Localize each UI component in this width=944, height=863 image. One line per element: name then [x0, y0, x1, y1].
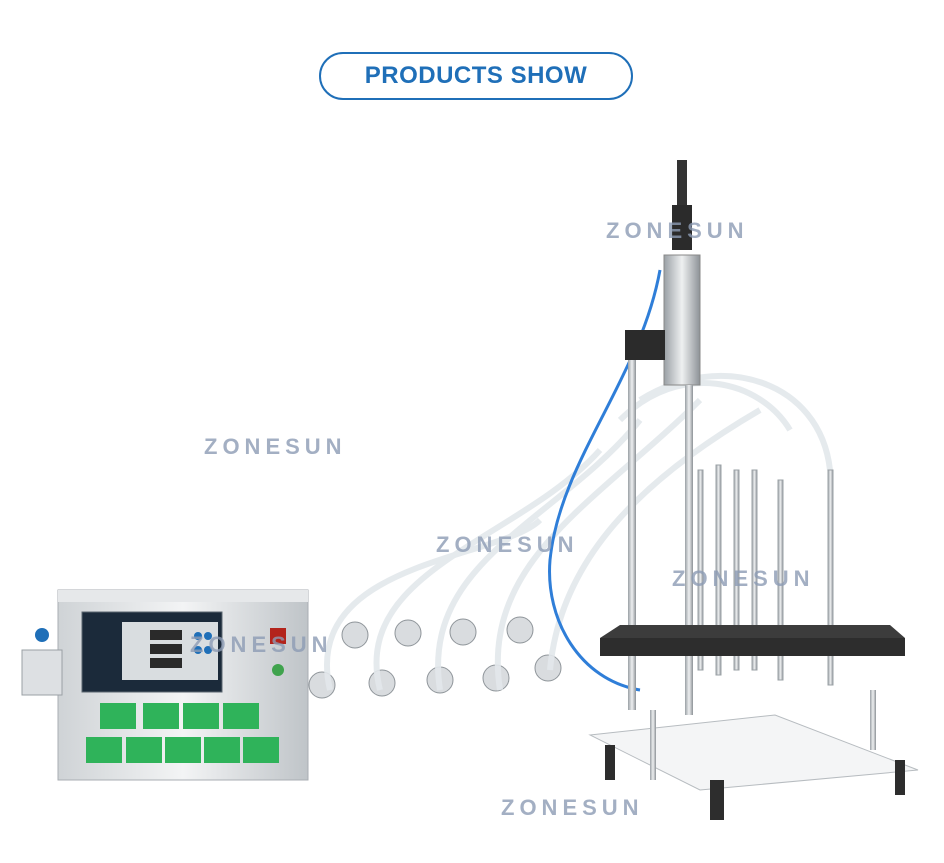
- watermark: ZONESUN: [606, 218, 749, 243]
- watermark: ZONESUN: [436, 532, 579, 557]
- watermark: ZONESUN: [190, 632, 333, 657]
- watermark: ZONESUN: [204, 434, 347, 459]
- pump-heads: [308, 616, 562, 699]
- watermark: ZONESUN: [672, 566, 815, 591]
- nozzles: [697, 464, 834, 686]
- tubing: [324, 372, 833, 691]
- nozzle-rack: [600, 625, 905, 656]
- products-show-badge: PRODUCTS SHOW: [319, 52, 633, 100]
- bottle-tray: [588, 690, 919, 820]
- filling-column: [625, 160, 701, 715]
- watermark: ZONESUN: [501, 795, 644, 820]
- product-photo: [21, 160, 919, 820]
- page-title: PRODUCTS SHOW: [364, 62, 588, 89]
- control-box: [21, 589, 309, 781]
